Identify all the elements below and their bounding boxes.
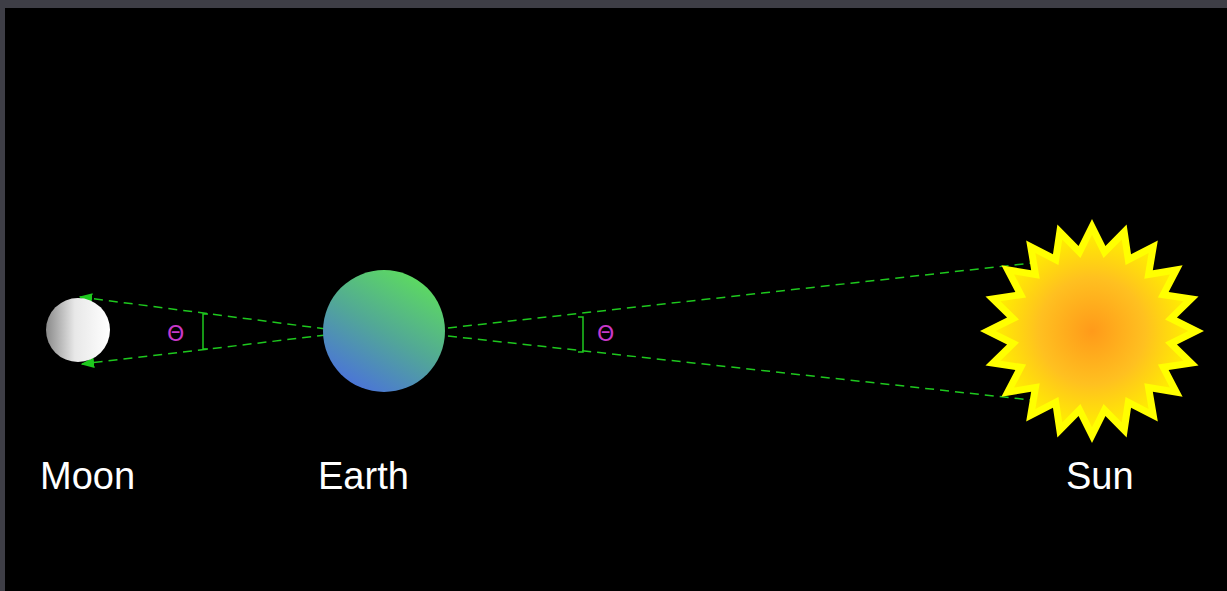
body-label: Earth [318, 457, 409, 495]
body-label: Sun [1066, 457, 1134, 495]
angle-bracket [203, 314, 208, 349]
earth-disc [323, 270, 445, 392]
angle-symbol: Θ [167, 323, 184, 345]
body-label: Moon [40, 457, 135, 495]
angle-symbol: Θ [597, 323, 614, 345]
moon-disc [46, 298, 110, 362]
angle-bracket [578, 317, 583, 352]
sun-rays [980, 219, 1204, 443]
sun-star [980, 219, 1204, 443]
space-ground [5, 8, 1227, 591]
sun-body [996, 235, 1189, 428]
